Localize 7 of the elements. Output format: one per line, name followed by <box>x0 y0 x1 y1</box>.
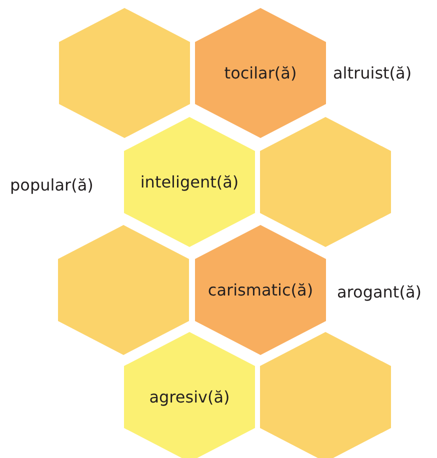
word-label: inteligent(ă) <box>140 172 239 192</box>
word-label: altruist(ă) <box>333 64 412 82</box>
word-label: popular(ă) <box>10 176 94 194</box>
word-label: agresiv(ă) <box>149 388 230 406</box>
word-label: arogant(ă) <box>337 282 422 302</box>
word-label: carismatic(ă) <box>208 280 314 300</box>
word-label: tocilar(ă) <box>224 64 297 82</box>
